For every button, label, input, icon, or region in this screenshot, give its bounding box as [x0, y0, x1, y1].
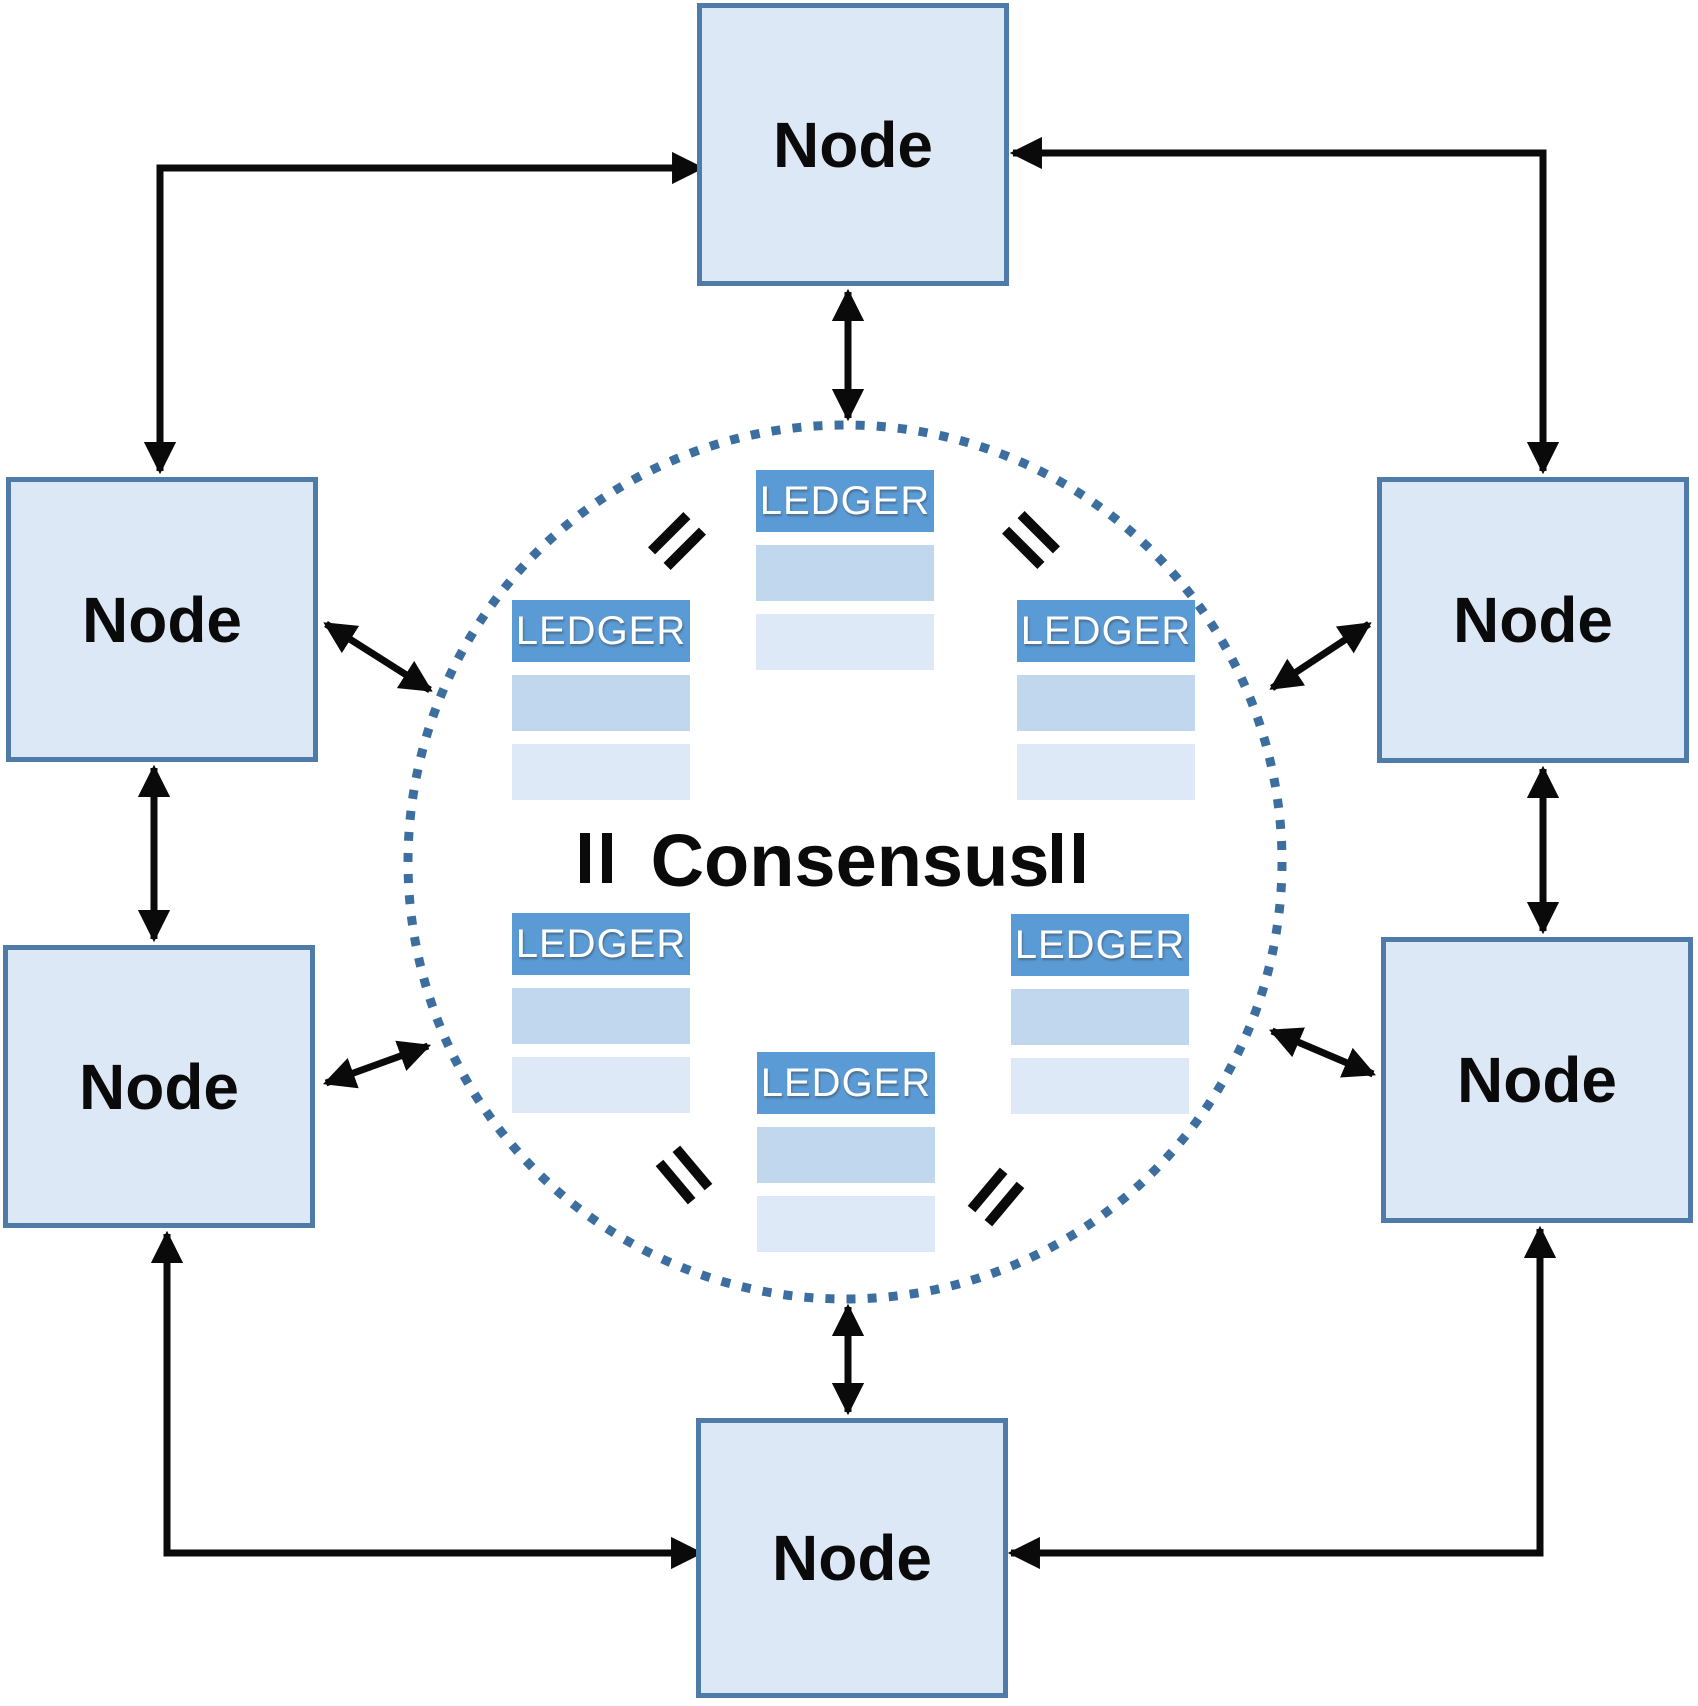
node-box-right-upper: Node [1377, 477, 1689, 763]
node-box-top: Node [697, 3, 1009, 286]
node-label: Node [772, 1522, 932, 1594]
node-label: Node [82, 583, 242, 656]
node-box-left-lower: Node [3, 945, 315, 1228]
equals-bar [580, 833, 590, 883]
ledger-bottom: LEDGER [757, 1052, 935, 1252]
arrow-right-lower-to-ring [1269, 1027, 1376, 1078]
node-label: Node [1457, 1044, 1617, 1116]
ledger-upper-right: LEDGER [1017, 600, 1195, 800]
arrow-right-upper-to-ring [1269, 621, 1372, 691]
ledger-header: LEDGER [757, 1052, 935, 1114]
ledger-row [512, 1057, 690, 1113]
ledger-row [512, 675, 690, 731]
ledger-header: LEDGER [512, 913, 690, 975]
arrow-left-upper-to-ring [323, 621, 433, 693]
node-label: Node [1453, 584, 1613, 656]
ledger-row [1011, 989, 1189, 1045]
ledger-header: LEDGER [756, 470, 934, 532]
ledger-row [512, 744, 690, 800]
consensus-ring-dotted-circle [403, 420, 1287, 1304]
ledger-header: LEDGER [1017, 600, 1195, 662]
elbow-arrow-top-node-right-upper [1009, 136, 1560, 475]
node-box-bottom: Node [696, 1418, 1008, 1698]
ledger-row [512, 988, 690, 1044]
ledger-upper-left: LEDGER [512, 600, 690, 800]
ledger-header: LEDGER [1011, 914, 1189, 976]
ledger-row [756, 614, 934, 670]
ledger-row [757, 1127, 935, 1183]
ledger-header: LEDGER [512, 600, 690, 662]
node-box-right-lower: Node [1381, 937, 1693, 1223]
ledger-lower-left: LEDGER [512, 913, 690, 1113]
ledger-top: LEDGER [756, 470, 934, 670]
ledger-row [1017, 675, 1195, 731]
node-box-left-upper: Node [6, 477, 318, 762]
elbow-arrow-bottom-node-right-lower [1007, 1225, 1557, 1570]
elbow-arrow-bottom-node-left-lower [150, 1230, 704, 1570]
elbow-arrow-top-node-left-upper [143, 151, 705, 475]
consensus-label: Consensus [650, 818, 1050, 902]
node-label: Node [773, 108, 933, 181]
ledger-row [756, 545, 934, 601]
arrow-left-lower-to-ring [322, 1040, 432, 1089]
ledger-row [1011, 1058, 1189, 1114]
ledger-row [757, 1196, 935, 1252]
ledger-row [1017, 744, 1195, 800]
node-label: Node [79, 1050, 239, 1123]
ledger-lower-right: LEDGER [1011, 914, 1189, 1114]
